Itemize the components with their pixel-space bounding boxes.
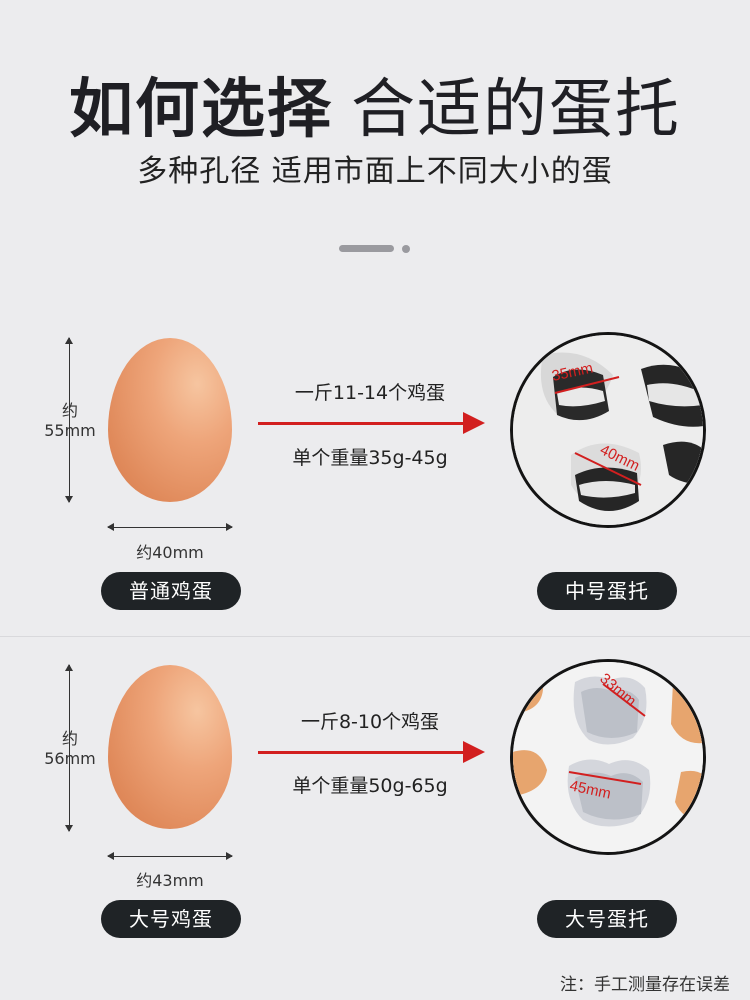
height-arrow xyxy=(65,664,73,832)
height-label: 约 56mm xyxy=(40,729,100,769)
egg-type-badge: 大号鸡蛋 xyxy=(101,900,241,938)
tray-closeup-image: 33mm 45mm xyxy=(510,659,706,855)
red-arrow xyxy=(258,741,485,763)
medium-tray-section: 约 55mm 约40mm 一斤11-14个鸡蛋 单个重量35g-45g 35mm… xyxy=(0,305,750,635)
count-text: 一斤8-10个鸡蛋 xyxy=(300,711,440,733)
page-title-light: 合适的蛋托 xyxy=(351,73,681,147)
weight-text: 单个重量35g-45g xyxy=(292,447,448,469)
height-label-value: 55mm xyxy=(44,421,96,440)
height-label: 约 55mm xyxy=(40,401,100,441)
width-arrow xyxy=(107,523,233,531)
egg-image xyxy=(108,665,232,829)
indicator-dot xyxy=(402,245,410,253)
large-tray-section: 约 56mm 约43mm 一斤8-10个鸡蛋 单个重量50g-65g 33mm … xyxy=(0,636,750,1000)
height-label-prefix: 约 xyxy=(61,729,78,748)
egg-image xyxy=(108,338,232,502)
width-arrow xyxy=(107,852,233,860)
weight-text: 单个重量50g-65g xyxy=(292,775,448,797)
page-title: 如何选择合适的蛋托 xyxy=(0,58,750,150)
count-text: 一斤11-14个鸡蛋 xyxy=(294,382,446,404)
page-title-bold: 如何选择 xyxy=(69,73,333,147)
tray-type-badge: 中号蛋托 xyxy=(537,572,677,610)
footer-note: 注：手工测量存在误差 xyxy=(560,975,730,995)
tray-type-badge: 大号蛋托 xyxy=(537,900,677,938)
egg-type-badge: 普通鸡蛋 xyxy=(101,572,241,610)
height-label-prefix: 约 xyxy=(61,401,78,420)
height-arrow xyxy=(65,337,73,503)
page-subtitle: 多种孔径 适用市面上不同大小的蛋 xyxy=(137,154,613,189)
height-label-value: 56mm xyxy=(44,749,96,768)
red-arrow xyxy=(258,412,485,434)
width-label: 约43mm xyxy=(136,871,204,890)
tray-closeup-image: 35mm 40mm xyxy=(510,332,706,528)
width-label: 约40mm xyxy=(136,543,204,562)
indicator-active xyxy=(339,245,394,252)
